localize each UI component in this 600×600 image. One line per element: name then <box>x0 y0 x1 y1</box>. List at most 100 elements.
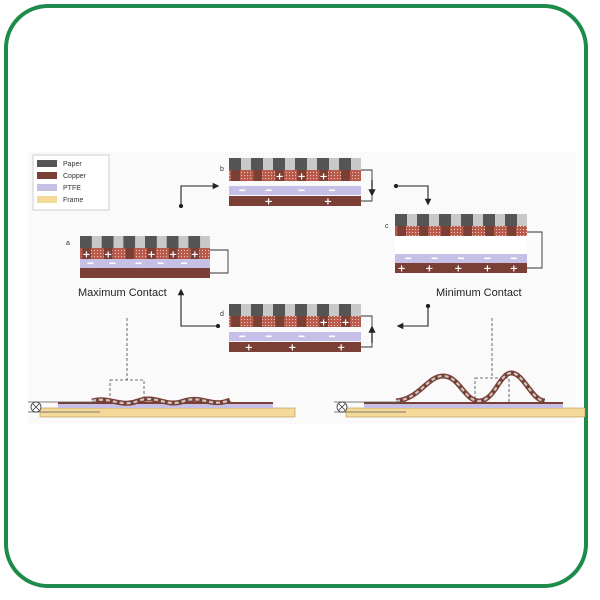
paper-block-dark <box>295 304 308 316</box>
paper-block-light <box>263 304 273 316</box>
positive-charge: + <box>510 264 518 275</box>
paper-block-light <box>285 304 295 316</box>
arrow-a-to-b-start-dot <box>178 203 184 209</box>
legend-item-frame: Frame <box>37 196 83 204</box>
ptfe-layer <box>229 332 361 341</box>
frame-base <box>39 407 296 418</box>
copper-segment <box>341 170 350 181</box>
positive-charge: + <box>425 264 433 275</box>
positive-charge: + <box>82 250 90 261</box>
paper-block-dark <box>339 304 352 316</box>
roller-lines <box>334 401 406 413</box>
paper-block-dark <box>80 236 92 248</box>
paper-block-light <box>407 214 417 226</box>
copper-segment <box>341 316 350 327</box>
positive-charge: + <box>397 264 405 275</box>
copper-dotted-layer <box>395 226 527 237</box>
legend: Paper Copper PTFE Frame <box>32 154 110 211</box>
negative-charge <box>239 189 246 192</box>
copper-segment <box>168 248 178 259</box>
copper-base-layer <box>229 196 361 206</box>
paper-block-light <box>241 158 251 170</box>
copper-strip <box>364 402 563 404</box>
positive-charge: + <box>104 250 112 261</box>
paper-block-dark <box>273 304 286 316</box>
negative-charge <box>239 335 246 338</box>
negative-charge <box>484 257 491 260</box>
paper-block-light <box>113 236 124 248</box>
paper-block-light <box>517 214 527 226</box>
paper-block-dark <box>395 214 408 226</box>
negative-charge <box>328 189 335 192</box>
paper-block-dark <box>251 158 264 170</box>
copper-segment <box>441 226 450 237</box>
paper-block-light <box>351 304 361 316</box>
caption-minimum-contact: Minimum Contact <box>436 287 522 299</box>
arrow-a-to-b <box>180 182 220 206</box>
positive-charge: + <box>169 250 177 261</box>
copper-base-layer <box>80 268 210 278</box>
panel-label-d: d <box>220 311 224 318</box>
copper-segment <box>125 248 135 259</box>
positive-charge: + <box>288 343 296 354</box>
negative-charge <box>265 335 272 338</box>
copper-segment <box>190 248 200 259</box>
arrow-c-to-d-start-dot <box>425 303 431 309</box>
legend-swatch-copper <box>37 172 57 179</box>
paper-block-dark <box>229 304 242 316</box>
roller-lines <box>28 401 100 413</box>
air-gap <box>395 236 527 254</box>
positive-charge: + <box>147 250 155 261</box>
paper-block-dark <box>417 214 430 226</box>
copper-segment <box>297 316 306 327</box>
paper-block-light <box>156 236 167 248</box>
legend-swatch-frame <box>37 196 57 203</box>
positive-charge: + <box>483 264 491 275</box>
paper-block-dark <box>461 214 474 226</box>
paper-block-dark <box>251 304 264 316</box>
paper-block-dark <box>317 304 330 316</box>
copper-segment <box>231 316 240 327</box>
paper-block-light <box>429 214 439 226</box>
axle-cross <box>338 403 346 411</box>
paper-block-light <box>200 236 210 248</box>
copper-dotted-layer <box>229 170 361 181</box>
copper-segment <box>297 170 306 181</box>
copper-segment <box>275 316 284 327</box>
copper-segment <box>82 248 91 259</box>
copper-segment <box>103 248 113 259</box>
paper-block-light <box>495 214 505 226</box>
negative-charge <box>298 189 305 192</box>
cycle-arrows <box>177 182 432 330</box>
copper-segment <box>507 226 516 237</box>
positive-charge: + <box>337 343 345 354</box>
positive-charge: + <box>324 197 332 208</box>
copper-segment <box>419 226 428 237</box>
panel-label-a: a <box>66 240 70 247</box>
copper-dotted-layer <box>229 316 361 327</box>
paper-block-dark <box>145 236 157 248</box>
arrow-c-to-d <box>396 306 429 330</box>
paper-block-dark <box>295 158 308 170</box>
positive-charge: + <box>319 172 327 183</box>
negative-charge <box>431 257 438 260</box>
positive-charge: + <box>341 318 349 329</box>
positive-charge: + <box>297 172 305 183</box>
circuit-wire <box>210 249 229 274</box>
negative-charge <box>109 262 116 265</box>
copper-segment <box>147 248 156 259</box>
legend-label-copper: Copper <box>63 173 87 180</box>
copper-segment <box>319 170 328 181</box>
positive-charge: + <box>319 318 327 329</box>
copper-dotted-layer <box>80 248 210 259</box>
axle-cross <box>32 403 40 411</box>
panel-c-minimum-contact: +++++ <box>395 214 543 275</box>
legend-label-frame: Frame <box>63 197 83 204</box>
copper-segment <box>319 316 328 327</box>
paper-block-light <box>329 304 339 316</box>
paper-block-light <box>329 158 339 170</box>
negative-charge <box>135 262 142 265</box>
panel-b-separating: +++++ <box>229 158 376 208</box>
copper-segment <box>463 226 472 237</box>
